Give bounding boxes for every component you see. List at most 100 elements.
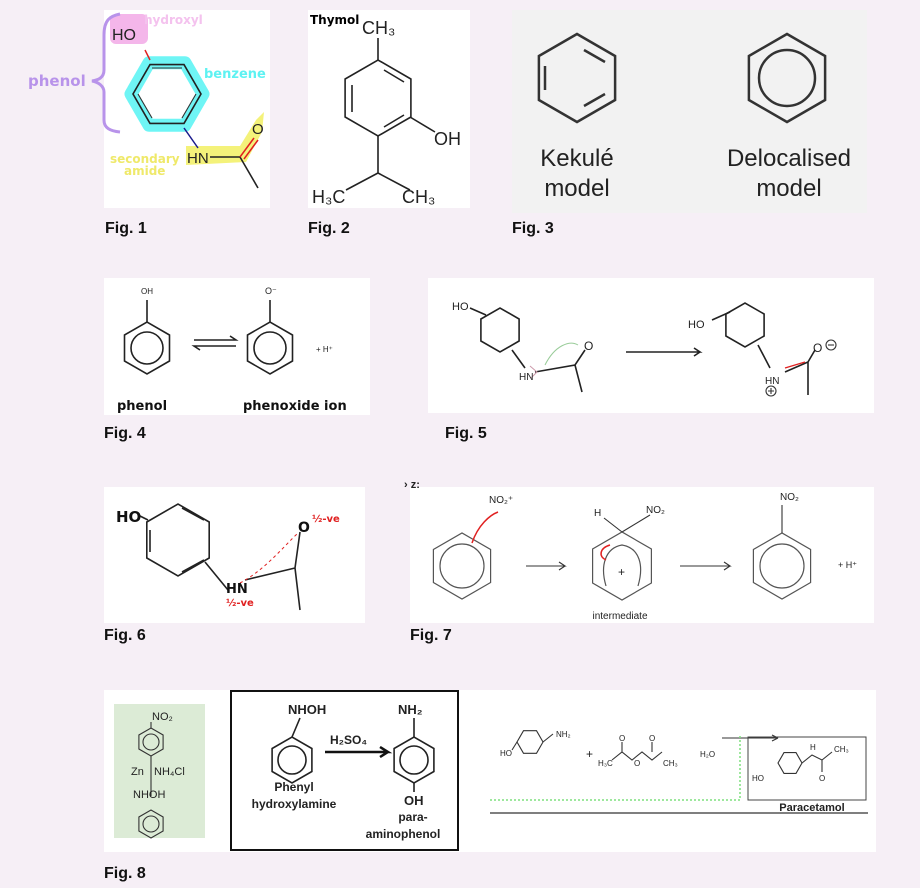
fig2-thymol: Thymol CH₃ OH H₃C CH₃ <box>310 13 461 207</box>
reduction-panel <box>114 704 205 838</box>
fig7-nitration: NO₂⁺ H NO₂ + intermediate NO₂ + H⁺ <box>432 492 857 622</box>
fig1-caption: Fig. 1 <box>105 220 147 237</box>
ch3-label-product: CH₃ <box>834 745 849 754</box>
fig5-resonance: HO HN O HO HN O <box>452 301 837 397</box>
benzene-ring <box>480 307 520 353</box>
fig7-panel <box>410 487 874 623</box>
benzene-ring <box>271 736 313 784</box>
fig4-panel <box>104 278 370 415</box>
no2-intermediate-label: NO₂ <box>646 505 665 516</box>
kekule-ring <box>537 32 617 124</box>
hn-label-1: HN <box>519 372 533 383</box>
kekule-label: Kekulé <box>540 145 613 172</box>
h2o-label: H₂O <box>700 750 715 759</box>
hydroxyl-label: hydroxyl <box>144 13 203 27</box>
fig2-panel <box>308 10 470 208</box>
ho-label-1: HO <box>452 301 469 313</box>
carbonyl-o-2: O <box>649 734 655 743</box>
h-plus-label: + H⁺ <box>316 345 333 354</box>
hn-label: HN <box>187 150 209 167</box>
carbonyl-o-product: O <box>819 774 825 783</box>
nhoh-label: NHOH <box>133 789 165 801</box>
amide-label: amide <box>124 164 165 178</box>
secondary-label: secondary <box>110 152 180 166</box>
para-label: para- <box>398 810 427 824</box>
aminophenol-label: aminophenol <box>366 827 441 841</box>
oh-label-box: OH <box>404 793 424 808</box>
benzene-ring <box>432 532 492 600</box>
phenol-brace <box>91 12 121 134</box>
kekule-model-label: model <box>544 175 609 202</box>
ch3-right: CH₃ <box>402 187 435 207</box>
fig5-panel <box>428 278 874 413</box>
zn-label: Zn <box>131 766 144 778</box>
h3c-label: H₃C <box>312 187 345 207</box>
fig3-benzene-models: Kekulé model Delocalised model <box>537 32 851 202</box>
equilibrium-arrows <box>191 335 239 351</box>
fig5-caption: Fig. 5 <box>445 425 487 442</box>
o-label-1: O <box>584 339 593 353</box>
fig6-caption: Fig. 6 <box>104 627 146 644</box>
benzene-ring <box>138 809 164 839</box>
oh-label: OH <box>434 129 461 149</box>
plus-charge: + <box>618 565 625 579</box>
paracetamol-label: Paracetamol <box>779 802 844 814</box>
fig4-phenol-equilibrium: OH O⁻ + H⁺ phenol phenoxide ion <box>117 286 347 414</box>
o-label: O <box>298 520 310 536</box>
fig1-paracetamol-annotated: HO hydroxyl benzene phenol secondary ami… <box>28 12 266 189</box>
hydroxylamine-label: hydroxylamine <box>252 797 337 811</box>
h3c-label: H₃C <box>598 759 613 768</box>
phenol-label: phenol <box>117 399 167 414</box>
h2so4-label: H₂SO₄ <box>330 733 367 747</box>
rearrangement-box <box>230 690 459 851</box>
o-minus-label: O⁻ <box>265 286 277 296</box>
benzene-ring <box>591 531 653 601</box>
plus-sign: + <box>586 747 593 761</box>
ho-label: HO <box>112 27 136 44</box>
o-label: O <box>252 121 264 138</box>
delocalised-label: Delocalised <box>727 145 851 172</box>
ho-label-right-2: HO <box>752 774 764 783</box>
no2-plus-label: NO₂⁺ <box>489 495 513 506</box>
fig6-partial-charges: HO HN O ½-ve ½-ve <box>116 503 340 611</box>
oh-label: OH <box>141 287 153 296</box>
nh4cl-label: NH₄Cl <box>154 766 185 778</box>
fig4-caption: Fig. 4 <box>104 425 146 442</box>
ho-label-2: HO <box>688 319 705 331</box>
fig8-caption: Fig. 8 <box>104 865 146 882</box>
hn-label: HN <box>226 582 248 597</box>
benzene-label: benzene <box>204 67 266 82</box>
o-partial-charge: ½-ve <box>312 514 340 525</box>
delocalised-model-label: model <box>756 175 821 202</box>
thymol-title: Thymol <box>310 13 359 27</box>
n-partial-charge: ½-ve <box>226 598 254 609</box>
reaction-arrow <box>626 347 703 357</box>
ho-label: HO <box>116 508 141 526</box>
nh2-label-box: NH₂ <box>398 702 423 717</box>
no2-product-label: NO₂ <box>780 492 799 503</box>
benzene-highlight <box>124 56 210 132</box>
intermediate-label: intermediate <box>592 611 647 622</box>
benzene-ring <box>777 752 803 774</box>
carbonyl-o-1: O <box>619 734 625 743</box>
fig2-caption: Fig. 2 <box>308 220 350 237</box>
dotted-bracket <box>490 735 741 801</box>
fig7-header-fragment: › z: <box>404 479 420 491</box>
nhoh-label-box: NHOH <box>288 702 326 717</box>
delocalised-ring <box>747 32 827 124</box>
ho-label-right-1: HO <box>500 749 512 758</box>
phenol-label: phenol <box>28 72 86 90</box>
paracetamol-box <box>747 736 867 801</box>
benzene-ring <box>123 321 171 375</box>
benzene-ring <box>132 63 202 125</box>
h-label: H <box>810 743 816 752</box>
fig3-panel <box>512 10 867 213</box>
benzene-ring <box>752 532 812 600</box>
fig3-caption: Fig. 3 <box>512 220 554 237</box>
hydroxyl-highlight <box>110 14 148 44</box>
hn-label-2: HN <box>765 376 779 387</box>
benzene-ring <box>146 503 210 577</box>
phenoxide-label: phenoxide ion <box>243 399 347 414</box>
fig8-panel <box>104 690 876 852</box>
